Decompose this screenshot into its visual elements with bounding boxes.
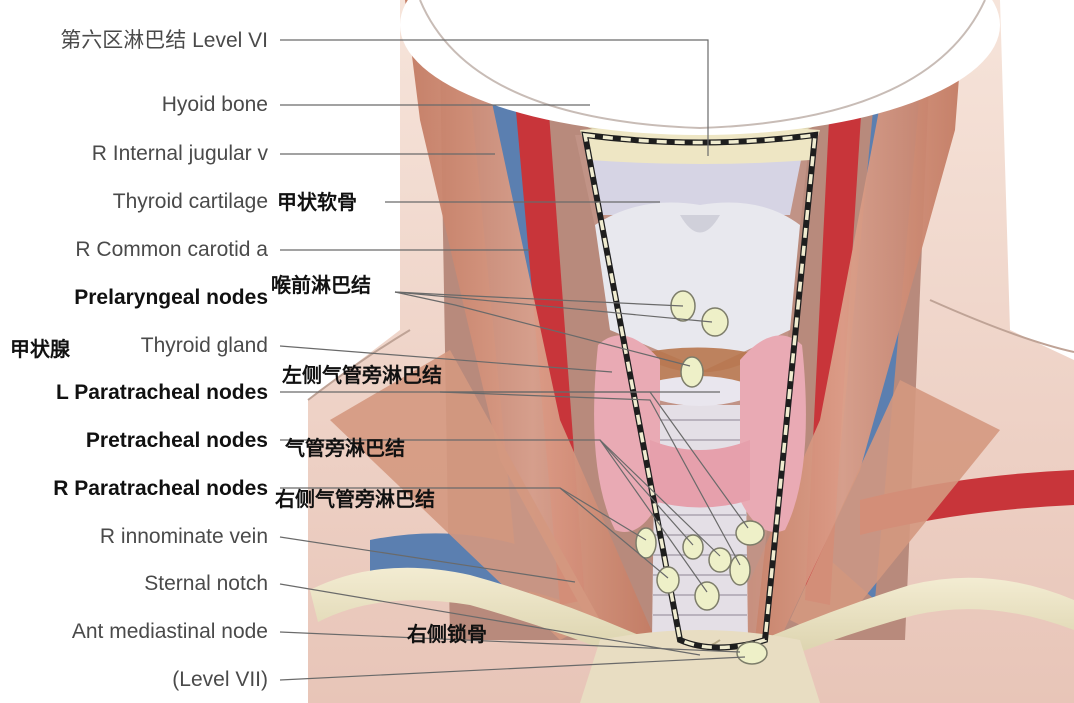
pretracheal-node-2 bbox=[708, 547, 732, 573]
label-prelaryngeal-nodes-zh: 喉前淋巴结 bbox=[271, 273, 371, 297]
label-r-internal-jugular-v: R Internal jugular v bbox=[91, 142, 268, 165]
label-prelaryngeal-nodes: Prelaryngeal nodes bbox=[74, 286, 268, 309]
label-thyroid-gland: Thyroid gland bbox=[140, 334, 268, 357]
label-level-vii: (Level VII) bbox=[172, 668, 268, 691]
l-sternocleidomastoid bbox=[720, 0, 965, 660]
label-thyroid-cartilage: Thyroid cartilage bbox=[112, 190, 268, 213]
l-strap-muscle bbox=[790, 380, 1000, 640]
r-sternocleidomastoid bbox=[405, 0, 660, 660]
thyroid-isthmus bbox=[650, 440, 750, 508]
label-r-innominate-vein: R innominate vein bbox=[99, 525, 268, 548]
label-r-common-carotid-a: R Common carotid a bbox=[75, 238, 268, 261]
r-clavicle bbox=[310, 567, 650, 665]
label-ant-mediastinal-node: Ant mediastinal node bbox=[71, 620, 268, 643]
pretracheal-node-top bbox=[680, 356, 704, 388]
label-pretracheal-nodes: Pretracheal nodes bbox=[85, 429, 268, 452]
l-paratracheal-node-1 bbox=[735, 520, 765, 546]
shoulder-line-left bbox=[307, 329, 411, 401]
l-paratracheal-node-2 bbox=[729, 554, 751, 586]
leader-lines bbox=[279, 39, 749, 681]
r-paratracheal-node-1 bbox=[635, 527, 657, 559]
label-level-vi-zh: 第六区淋巴结 bbox=[60, 29, 187, 52]
label-l-paratracheal-nodes-zh: 左侧气管旁淋巴结 bbox=[282, 363, 442, 387]
thyroid-cartilage-shape bbox=[595, 202, 800, 370]
label-level-vi: 第六区淋巴结 Level VI bbox=[60, 29, 268, 53]
label-thyroid-cartilage-zh: 甲状软骨 bbox=[277, 190, 357, 214]
label-thyroid-gland-zh: 甲状腺 bbox=[10, 337, 70, 361]
label-hyoid-bone: Hyoid bone bbox=[161, 93, 268, 116]
label-r-clavicle-zh: 右侧锁骨 bbox=[407, 622, 487, 646]
r-strap-muscle bbox=[330, 350, 600, 640]
shoulder-line bbox=[929, 299, 1074, 353]
pretracheal-node-1 bbox=[682, 534, 704, 560]
pretracheal-node-3 bbox=[694, 581, 720, 611]
label-l-paratracheal-nodes: L Paratracheal nodes bbox=[55, 381, 268, 404]
label-sternal-notch: Sternal notch bbox=[144, 572, 268, 595]
label-r-paratracheal-nodes: R Paratracheal nodes bbox=[53, 477, 268, 500]
label-pretracheal-nodes-zh: 气管旁淋巴结 bbox=[285, 436, 405, 460]
lymph-nodes bbox=[635, 290, 768, 665]
l-clavicle bbox=[750, 577, 1074, 668]
ant-mediastinal-node-shape bbox=[736, 641, 768, 665]
mandible-region bbox=[400, 0, 1000, 135]
prelaryngeal-node-2 bbox=[701, 307, 729, 337]
label-level-vi-en: Level VI bbox=[192, 29, 268, 52]
label-r-paratracheal-nodes-zh: 右侧气管旁淋巴结 bbox=[275, 487, 435, 511]
